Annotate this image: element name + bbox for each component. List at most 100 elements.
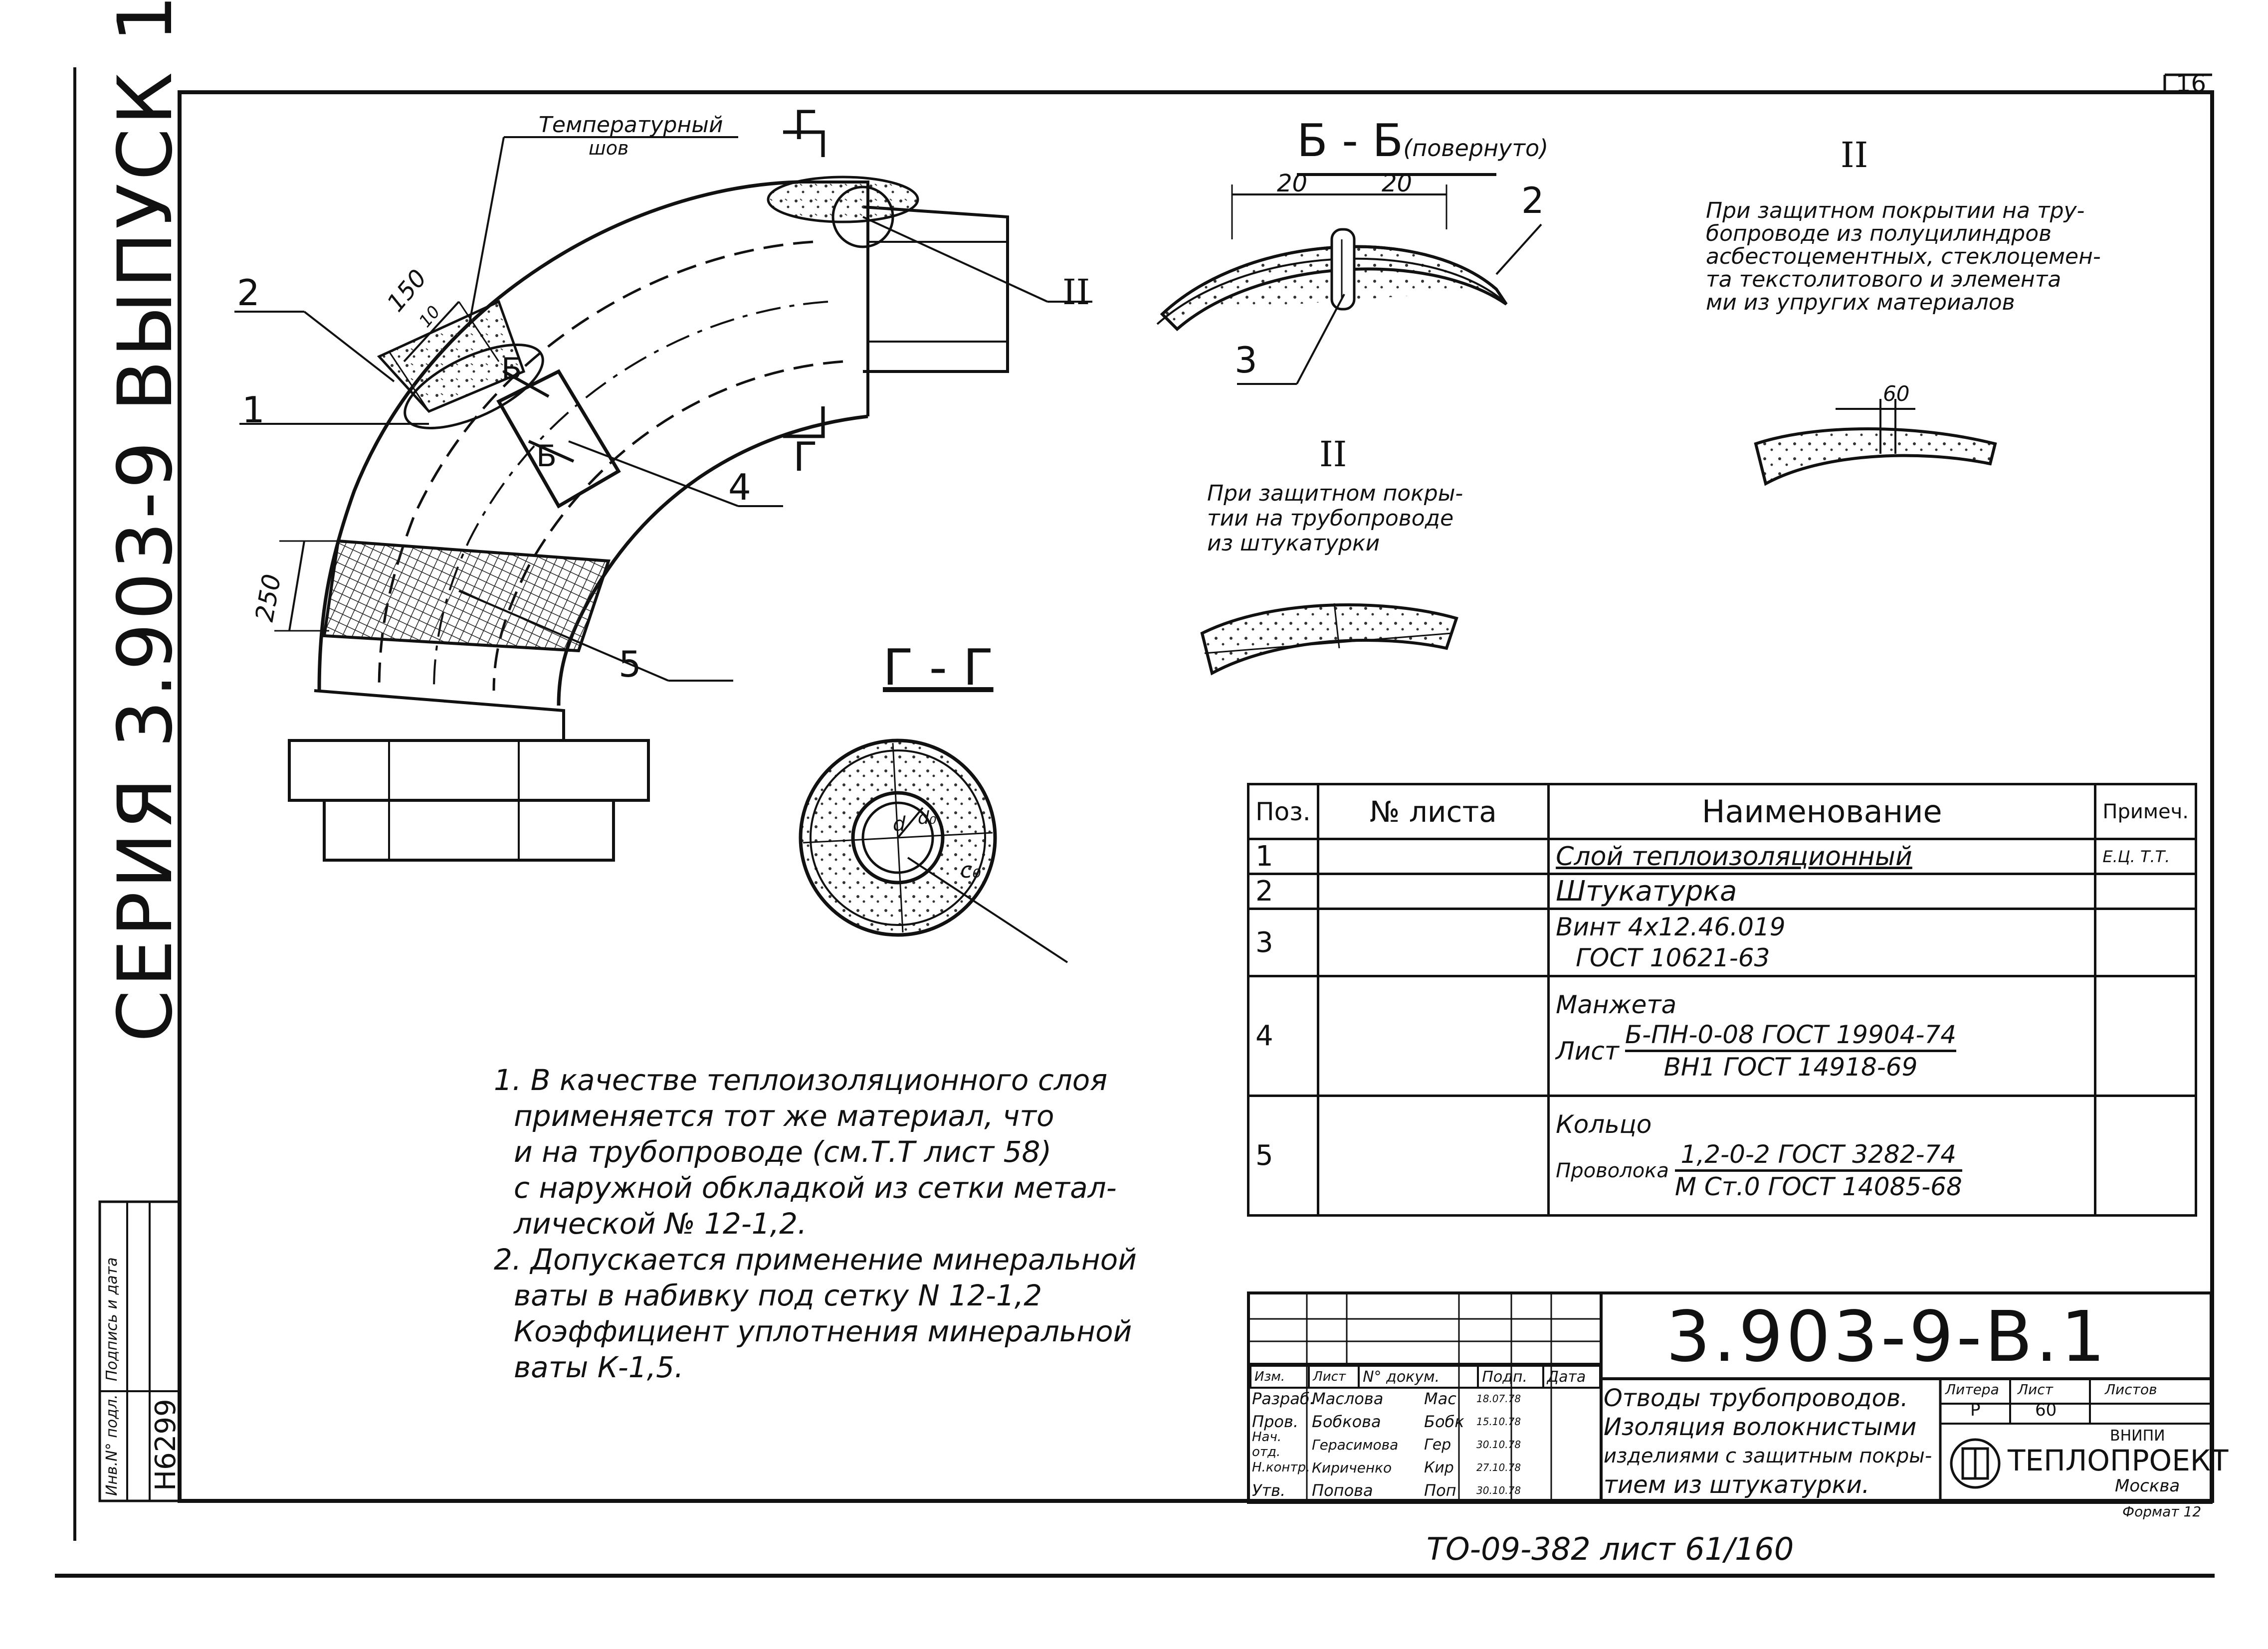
staff-row-2: Пров. Бобкова Бобк 15.10.78 bbox=[1252, 1410, 1601, 1433]
staff-row-5-date: 30.10.78 bbox=[1476, 1484, 1521, 1496]
inv-label: Инв.N° подл. bbox=[103, 1394, 121, 1496]
section-bb-dim-right: 20 bbox=[1382, 170, 1413, 197]
detail-II-plaster-numeral: II bbox=[1319, 434, 1347, 475]
series-label: СЕРИЯ 3.903-9 ВЫПУСК 1 bbox=[102, 0, 189, 1042]
spec-row-4-material: Лист Б-ПН-0-08 ГОСТ 19904-74 ВН1 ГОСТ 14… bbox=[1556, 1020, 2088, 1082]
spec-row-4-name-line-1: Манжета bbox=[1556, 990, 1677, 1019]
title-line-4: тием из штукатурки. bbox=[1604, 1471, 1870, 1499]
temp-seam-label-2: шов bbox=[589, 137, 629, 159]
staff-row-4: Н.контр. Кириченко Кир 27.10.78 bbox=[1252, 1456, 1601, 1479]
signature-label: Подпись и дата bbox=[103, 1257, 121, 1382]
section-bb-pos-3: 3 bbox=[1235, 339, 1257, 381]
title-block-title: Отводы трубопроводов. Изоляция волокнист… bbox=[1604, 1384, 1932, 1499]
note-line-9: ваты К-1,5. bbox=[514, 1350, 684, 1384]
tb-header-change: Изм. bbox=[1249, 1365, 1310, 1389]
section-gg-label-d0: d₀ bbox=[918, 808, 937, 828]
sheet-value: 60 bbox=[2035, 1400, 2057, 1420]
tb-header-date: Дата bbox=[1542, 1365, 1602, 1389]
staff-row-1-sign: Мас bbox=[1424, 1389, 1456, 1408]
spec-row-5: 5 Кольцо Проволока 1,2-0-2 ГОСТ 3282-74 … bbox=[1247, 1095, 2197, 1217]
spec-row-5-name-line-1: Кольцо bbox=[1556, 1110, 1652, 1139]
section-bb-title-note: (повернуто) bbox=[1403, 135, 1549, 162]
title-line-1: Отводы трубопроводов. bbox=[1604, 1384, 1908, 1412]
section-bb-dim-left: 20 bbox=[1277, 170, 1308, 197]
elbow-drawing bbox=[234, 130, 1092, 862]
spec-row-4-prefix: Лист bbox=[1556, 1036, 1619, 1066]
doc-number: 3.903-9-В.1 bbox=[1666, 1296, 2108, 1378]
spec-row-1-name: Слой теплоизоляционный bbox=[1547, 838, 2097, 875]
sheet-label: Лист bbox=[2018, 1381, 2053, 1398]
section-g-bottom: Г bbox=[793, 434, 818, 480]
note-line-2: применяется тот же материал, что bbox=[514, 1099, 1054, 1133]
spec-row-4-note bbox=[2094, 975, 2197, 1097]
inv-number: Н6299 bbox=[150, 1399, 182, 1491]
spec-row-5-frac-bottom: М Ст.0 ГОСТ 14085-68 bbox=[1674, 1172, 1962, 1201]
pos-2-label: 2 bbox=[237, 272, 260, 314]
detail-II-plaster-line-3: из штукатурки bbox=[1207, 531, 1380, 556]
sheet-corner-number: 16 bbox=[2176, 70, 2207, 98]
staff-row-3: Нач. отд. Герасимова Гер 30.10.78 bbox=[1252, 1430, 1601, 1460]
sheets-label: Листов bbox=[2105, 1381, 2157, 1398]
section-gg-drawing bbox=[799, 738, 1068, 963]
spec-row-1-pos: 1 bbox=[1247, 838, 1319, 875]
staff-row-5-role: Утв. bbox=[1252, 1481, 1286, 1500]
stage-label: Литера bbox=[1945, 1381, 1999, 1398]
org-top: ВНИПИ bbox=[2110, 1427, 2165, 1445]
spec-row-3-name-line-2: ГОСТ 10621-63 bbox=[1576, 943, 1770, 972]
staff-row-1-name: Маслова bbox=[1312, 1389, 1384, 1408]
section-g-top: Г bbox=[793, 102, 818, 149]
notes-block: 1. В качестве теплоизоляционного слоя пр… bbox=[494, 1062, 1137, 1385]
stage-value: Р bbox=[1970, 1400, 1981, 1420]
section-gg-label-c0: с₀ bbox=[960, 858, 981, 883]
title-line-3: изделиями с защитным покры- bbox=[1604, 1445, 1932, 1467]
section-gg-title: Г - Г bbox=[883, 638, 994, 697]
spec-row-5-fraction: 1,2-0-2 ГОСТ 3282-74 М Ст.0 ГОСТ 14085-6… bbox=[1674, 1139, 1962, 1202]
tb-header-sign: Подп. bbox=[1477, 1365, 1544, 1389]
mesh-band bbox=[322, 539, 611, 653]
detail-II-plaster-line-2: тии на трубопроводе bbox=[1207, 506, 1454, 531]
spec-row-2: 2 Штукатурка bbox=[1247, 873, 2197, 910]
staff-row-2-date: 15.10.78 bbox=[1476, 1416, 1521, 1428]
spec-row-3-note bbox=[2094, 908, 2197, 977]
tb-header-doc: N° докум. bbox=[1358, 1365, 1479, 1389]
callout-II-label: II bbox=[1062, 272, 1090, 313]
spec-row-5-prefix: Проволока bbox=[1556, 1159, 1669, 1182]
org-name: ТЕПЛОПРОЕКТ bbox=[2008, 1444, 2229, 1477]
spec-row-2-name: Штукатурка bbox=[1547, 873, 2097, 910]
footer-reference: ТО-09-382 лист 61/160 bbox=[1427, 1531, 1794, 1567]
spec-row-1-note: Е.Ц. Т.Т. bbox=[2094, 838, 2197, 875]
detail-II-cylinders-text: При защитном покрытии на тру- бопроводе … bbox=[1706, 199, 2101, 314]
org-city: Москва bbox=[2115, 1476, 2180, 1496]
spec-row-4-pos: 4 bbox=[1247, 975, 1319, 1097]
detail-II-cylinders-line-3: асбестоцементных, стеклоцемен- bbox=[1706, 244, 2101, 269]
staff-row-5-sign: Поп bbox=[1424, 1481, 1456, 1500]
spec-row-4-frac-bottom: ВН1 ГОСТ 14918-69 bbox=[1663, 1053, 1918, 1082]
staff-row-4-role: Н.контр. bbox=[1252, 1460, 1310, 1475]
staff-row-3-role: Нач. отд. bbox=[1252, 1430, 1282, 1460]
spec-row-2-pos: 2 bbox=[1247, 873, 1319, 910]
elbow-inner-arc bbox=[557, 414, 868, 706]
spec-row-4-fraction: Б-ПН-0-08 ГОСТ 19904-74 ВН1 ГОСТ 14918-6… bbox=[1625, 1020, 1957, 1082]
detail-II-cylinders-numeral: II bbox=[1841, 135, 1868, 176]
spec-row-4-name: Манжета Лист Б-ПН-0-08 ГОСТ 19904-74 ВН1… bbox=[1547, 975, 2097, 1097]
section-bb-title: Б - Б(повернуто) bbox=[1297, 115, 1548, 167]
section-b-top: Б bbox=[501, 352, 522, 386]
spec-header-name: Наименование bbox=[1547, 783, 2097, 840]
spec-row-2-sheet bbox=[1316, 873, 1550, 910]
staff-row-4-sign: Кир bbox=[1424, 1459, 1454, 1476]
spec-row-4: 4 Манжета Лист Б-ПН-0-08 ГОСТ 19904-74 В… bbox=[1247, 975, 2197, 1097]
temp-seam-label: Температурный bbox=[539, 112, 723, 138]
spec-row-1: 1 Слой теплоизоляционный Е.Ц. Т.Т. bbox=[1247, 838, 2197, 875]
detail-II-cylinders-drawing bbox=[1754, 399, 1997, 486]
spec-row-5-material: Проволока 1,2-0-2 ГОСТ 3282-74 М Ст.0 ГО… bbox=[1556, 1139, 2088, 1202]
spec-row-3-sheet bbox=[1316, 908, 1550, 977]
staff-row-3-sign: Гер bbox=[1424, 1436, 1451, 1454]
detail-II-plaster-text: При защитном покры- тии на трубопроводе … bbox=[1207, 481, 1463, 556]
title-block-staff: Изм. Лист N° докум. Подп. Дата bbox=[1249, 1365, 1602, 1389]
section-bb-title-main: Б - Б bbox=[1297, 115, 1404, 167]
staff-row-4-name: Кириченко bbox=[1312, 1459, 1392, 1476]
title-block-frame bbox=[1247, 1291, 2213, 1504]
spec-row-1-sheet bbox=[1316, 838, 1550, 875]
format-label: Формат 12 bbox=[2122, 1503, 2202, 1520]
